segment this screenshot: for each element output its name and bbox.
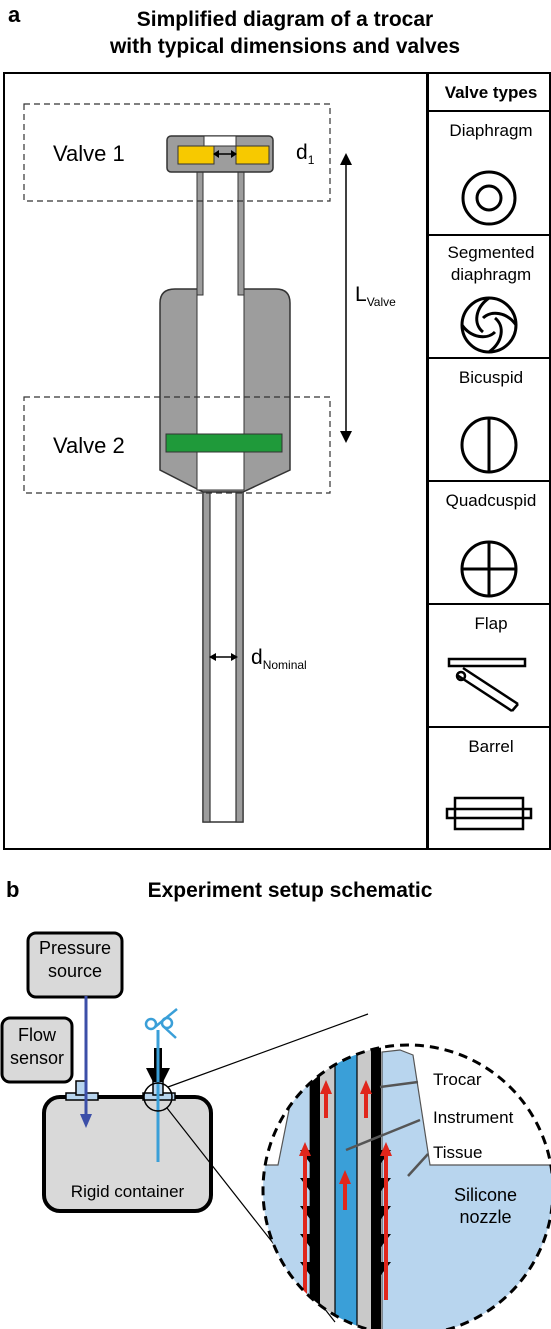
valve2-box (23, 396, 331, 494)
silicone-nozzle-label-line1: Silicone (454, 1185, 518, 1205)
valve2-seal (165, 433, 283, 453)
d1-label-sub: 1 (307, 153, 315, 168)
lvalve-label: LValve (355, 283, 396, 309)
valve-type-icons (445, 170, 533, 831)
tissue-label: Tissue (433, 1143, 483, 1162)
flow-sensor-box (0, 1016, 74, 1084)
silicone-nozzle-label-line2: nozzle (459, 1207, 512, 1227)
valve-type-quadcuspid: Quadcuspid (429, 482, 551, 605)
pressure-source-label-line1: Pressure (38, 938, 112, 958)
dnominal-label-main: d (251, 646, 263, 669)
valve1-label: Valve 1 (53, 141, 125, 166)
zoom-source-circle (143, 1082, 173, 1112)
valve-types-header-text: Valve types (444, 83, 538, 102)
panel-a-letter: a (8, 2, 21, 27)
instrument-label: Instrument (433, 1108, 514, 1127)
pressure-source-label: Pressure source (28, 937, 122, 983)
pressure-source-label-line2: source (47, 961, 103, 981)
trocar-diagram (23, 103, 352, 823)
valve-type-name: Quadcuspid (445, 491, 537, 510)
d1-label: d1 (296, 141, 314, 167)
valve-type-name: Segmented (447, 243, 535, 262)
valve1-box (23, 103, 331, 202)
panel-b-title: Experiment setup schematic (147, 879, 433, 902)
panel-a-title-line2: with typical dimensions and valves (109, 35, 461, 58)
pressure-source-box (26, 931, 124, 999)
valve-type-name-line2: diaphragm (450, 265, 532, 284)
silicone-nozzle-label: Silicone nozzle (454, 1184, 517, 1228)
valve1-right-seal (235, 145, 270, 165)
dnominal-label-sub: Nominal (262, 658, 307, 673)
lvalve-label-sub: Valve (366, 295, 396, 310)
panel-b-letter: b (6, 877, 20, 902)
segmented-diaphragm-icon (460, 296, 518, 354)
valve-type-name: Flap (474, 614, 508, 633)
panel-a-title: Simplified diagram of a trocar with typi… (30, 6, 540, 60)
barrel-icon (445, 796, 533, 831)
flow-sensor-label: Flow sensor (2, 1024, 72, 1070)
trocar-label: Trocar (433, 1070, 482, 1089)
valve-type-name: Bicuspid (458, 368, 524, 387)
valve-types-header: Valve types (429, 74, 551, 112)
valve-type-bicuspid: Bicuspid (429, 359, 551, 482)
panel-a-title-line1: Simplified diagram of a trocar (136, 8, 434, 31)
flow-sensor-label-line2: sensor (9, 1048, 65, 1068)
diaphragm-icon (461, 170, 517, 226)
valve-type-barrel: Barrel (429, 728, 551, 848)
rigid-container-label: Rigid container (70, 1182, 185, 1201)
valve1-left-seal (177, 145, 215, 165)
bicuspid-icon (460, 416, 518, 474)
valve-types-table: Valve types Diaphragm Segmented diaphrag… (427, 72, 551, 850)
valve-type-diaphragm: Diaphragm (429, 112, 551, 236)
flow-sensor-label-line1: Flow (17, 1025, 56, 1045)
d1-label-main: d (296, 141, 308, 164)
valve-type-segmented-diaphragm: Segmented diaphragm (429, 236, 551, 359)
scissors-icon (144, 1008, 178, 1039)
magnified-view-border (261, 1043, 551, 1329)
lvalve-label-main: L (355, 283, 367, 306)
dnominal-label: dNominal (251, 646, 307, 672)
quadcuspid-icon (460, 540, 518, 598)
leak-arrows (299, 1080, 392, 1300)
magnified-view (263, 1045, 551, 1329)
valve-type-name: Barrel (468, 737, 514, 756)
valve-type-name: Diaphragm (449, 121, 533, 140)
valve2-label: Valve 2 (53, 433, 125, 458)
valve-type-flap: Flap (429, 605, 551, 728)
flap-icon (447, 657, 527, 713)
